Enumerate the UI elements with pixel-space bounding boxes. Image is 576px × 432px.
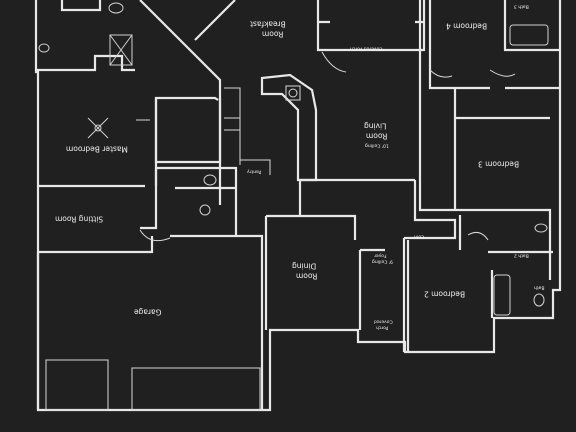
sink-utility xyxy=(199,204,211,216)
dining-room-label-2: Room xyxy=(296,271,318,281)
top-left-wall xyxy=(60,0,102,12)
toilet-master xyxy=(108,2,124,14)
toilet-utility xyxy=(203,174,217,186)
closet-x xyxy=(109,34,133,66)
bath2-label: Bath 2 xyxy=(514,252,529,258)
bath-small-label: Bath xyxy=(534,284,545,290)
door-swings xyxy=(136,69,516,242)
foyer-wall xyxy=(358,238,406,352)
outer-wall xyxy=(34,0,562,412)
covered-porch-bottom-label-2: Porch xyxy=(376,324,389,330)
pantry-label: Pantry xyxy=(247,168,262,174)
living-room-label-2: Room xyxy=(366,131,388,141)
closet-x-lines xyxy=(109,34,133,66)
ceiling-fan xyxy=(87,117,109,139)
fan-hub xyxy=(94,124,102,132)
breakfast-divider xyxy=(194,0,236,41)
master-bedroom-wall xyxy=(38,96,219,188)
living-room-label: Living xyxy=(364,121,387,131)
bedroom2-label: Bedroom 2 xyxy=(424,289,466,299)
dining-room-label: Dining xyxy=(292,261,317,271)
hall-wall xyxy=(404,180,457,240)
living-ceiling-label: 10' Ceiling xyxy=(365,142,389,148)
garage-door-left xyxy=(45,359,109,411)
burner xyxy=(288,88,298,98)
covered-porch-top xyxy=(316,0,426,52)
sitting-room-wall xyxy=(38,168,236,254)
foyer-label: Foyer xyxy=(374,252,387,258)
master-bedroom-label: Master Bedroom xyxy=(66,144,128,154)
garage-top-wall xyxy=(36,234,264,410)
master-closet-wall xyxy=(154,98,222,164)
sink-bottom xyxy=(534,223,548,233)
kitchen-island xyxy=(260,73,318,182)
bathtub-bottom xyxy=(493,274,511,316)
covered-porch-bottom-label: Covered xyxy=(374,318,393,324)
bedroom3-wall xyxy=(453,88,552,280)
garage-door-right xyxy=(131,367,261,411)
dining-wall xyxy=(264,180,357,330)
counter-lines xyxy=(224,87,271,175)
covered-porch-top-label: Covered Porch xyxy=(350,45,383,51)
bathtub-top xyxy=(509,24,549,46)
bedroom4-label: Bedroom 4 xyxy=(446,21,488,31)
kitchen-diagonal-wall xyxy=(139,0,222,205)
com-label: Com xyxy=(414,233,425,239)
utility-wall xyxy=(156,166,238,236)
bedroom3-label: Bedroom 3 xyxy=(478,159,520,169)
bath3-label: Bath 3 xyxy=(514,3,529,9)
breakfast-room-label-2: Room xyxy=(262,29,284,39)
sink-master xyxy=(38,43,50,53)
cooktop xyxy=(285,85,301,101)
left-wing-wall xyxy=(36,54,135,72)
sitting-room-label: Sitting Room xyxy=(55,214,104,224)
living-wall xyxy=(300,0,455,212)
door-arc xyxy=(321,51,347,73)
foyer-ceiling-label: 9' Ceiling xyxy=(372,258,393,264)
bedroom2-wall xyxy=(406,215,553,352)
breakfast-room-label: Breakfast xyxy=(250,19,286,29)
toilet-bottom xyxy=(533,293,545,307)
bedroom4-wall xyxy=(428,0,560,90)
garage-label: Garage xyxy=(134,307,162,317)
